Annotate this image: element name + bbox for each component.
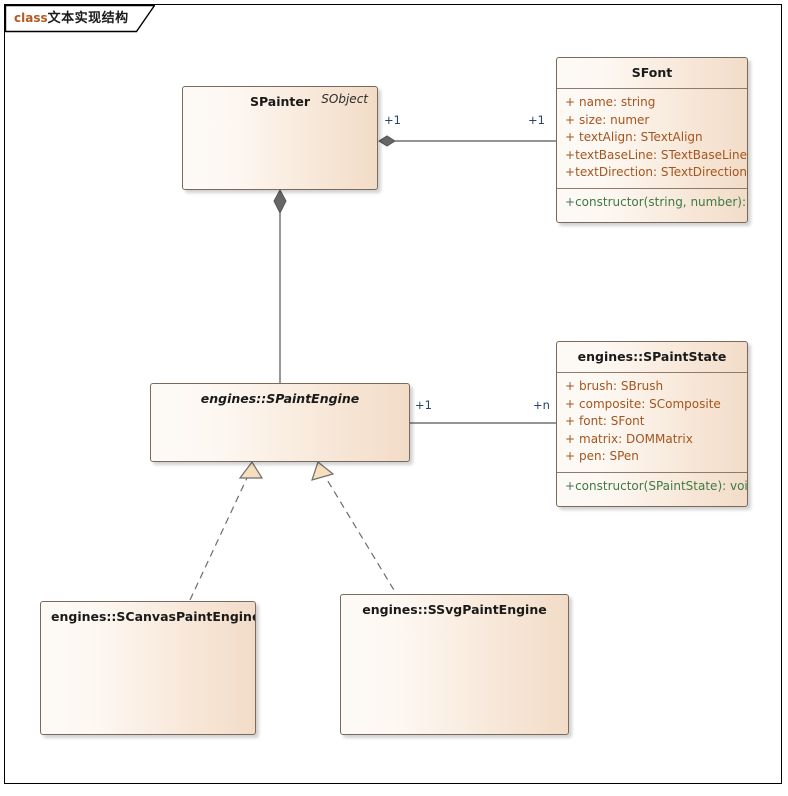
attribute-signature: pen: SPen — [579, 449, 639, 463]
class-name-scanvaspaintengine: engines::SCanvasPaintEngine — [51, 609, 256, 624]
visibility-marker: + — [565, 194, 576, 209]
visibility-marker: + — [565, 112, 576, 127]
class-name-compartment: SFont — [557, 58, 747, 89]
attribute-row: + name: string — [557, 94, 747, 112]
attribute-signature: size: numer — [579, 112, 650, 127]
frame-title-text: 文本实现结构 — [47, 11, 129, 26]
class-box-scanvaspaintengine[interactable]: engines::SCanvasPaintEngine — [40, 601, 256, 735]
attribute-signature: textBaseLine: STextBaseLine — [575, 147, 747, 162]
visibility-marker: + — [565, 147, 576, 162]
class-box-spaintstate[interactable]: engines::SPaintState + brush: SBrush + c… — [556, 341, 748, 507]
attribute-row: + textBaseLine: STextBaseLine — [557, 147, 747, 165]
attribute-signature: composite: SComposite — [579, 396, 721, 411]
visibility-marker: + — [565, 478, 576, 493]
class-name-compartment: engines::SPaintEngine — [151, 384, 409, 414]
class-name-spaintengine: engines::SPaintEngine — [200, 391, 360, 406]
attribute-row: + textAlign: STextAlign — [557, 129, 747, 147]
attribute-signature: matrix: DOMMatrix — [579, 431, 693, 446]
operation-signature: constructor(SPaintState): void — [575, 478, 748, 493]
attribute-signature: textAlign: STextAlign — [579, 130, 703, 144]
operation-signature: constructor(string, number): void — [575, 194, 747, 209]
visibility-marker: + — [565, 95, 576, 109]
multiplicity-engine-state-source: +1 — [415, 398, 432, 412]
attributes-compartment-sfont: + name: string + size: numer + textAlign… — [557, 89, 747, 189]
frame-title-keyword: class — [14, 11, 48, 25]
attribute-signature: brush: SBrush — [579, 379, 664, 393]
attribute-signature: textDirection: STextDirection — [575, 165, 747, 179]
attributes-compartment-spaintstate: + brush: SBrush + composite: SComposite … — [557, 373, 747, 473]
operation-row: + constructor(string, number): void — [557, 194, 747, 212]
operations-compartment-sfont: + constructor(string, number): void — [557, 189, 747, 218]
multiplicity-engine-state-target: +n — [533, 398, 550, 412]
class-name-sfont: SFont — [631, 65, 673, 80]
class-box-spaintengine[interactable]: engines::SPaintEngine — [150, 383, 410, 462]
attribute-row: + font: SFont — [557, 413, 747, 431]
operation-row: + constructor(SPaintState): void — [557, 478, 747, 496]
visibility-marker: + — [565, 130, 576, 144]
attribute-row: + composite: SComposite — [557, 396, 747, 414]
visibility-marker: + — [565, 449, 576, 463]
class-name-ssvgpaintengine: engines::SSvgPaintEngine — [362, 602, 547, 617]
frame-tab-shape-icon — [5, 5, 155, 33]
multiplicity-painter-font-target: +1 — [528, 113, 545, 127]
visibility-marker: + — [565, 431, 576, 446]
attribute-row: + textDirection: STextDirection — [557, 164, 747, 182]
attribute-signature: font: SFont — [579, 414, 645, 428]
class-box-ssvgpaintengine[interactable]: engines::SSvgPaintEngine — [340, 594, 569, 735]
class-name-compartment: engines::SSvgPaintEngine — [341, 595, 568, 625]
class-name-compartment: engines::SCanvasPaintEngine — [41, 602, 255, 632]
attribute-row: + size: numer — [557, 112, 747, 130]
class-name-compartment: SObject SPainter — [183, 87, 377, 117]
class-name-compartment: engines::SPaintState — [557, 342, 747, 373]
visibility-marker: + — [565, 414, 576, 428]
attribute-signature: name: string — [579, 95, 656, 109]
class-name-spaintstate: engines::SPaintState — [577, 349, 727, 364]
attribute-row: + matrix: DOMMatrix — [557, 431, 747, 449]
operations-compartment-spaintstate: + constructor(SPaintState): void — [557, 473, 747, 502]
class-stereotype-spainter: SObject — [321, 92, 368, 106]
class-name-spainter: SPainter — [249, 94, 311, 109]
visibility-marker: + — [565, 396, 576, 411]
multiplicity-painter-font-source: +1 — [384, 113, 401, 127]
class-box-spainter[interactable]: SObject SPainter — [182, 86, 378, 190]
visibility-marker: + — [565, 379, 576, 393]
frame-title: class文本实现结构 — [14, 9, 129, 27]
attribute-row: + brush: SBrush — [557, 378, 747, 396]
attribute-row: + pen: SPen — [557, 448, 747, 466]
class-box-sfont[interactable]: SFont + name: string + size: numer + tex… — [556, 57, 748, 223]
visibility-marker: + — [565, 165, 576, 179]
